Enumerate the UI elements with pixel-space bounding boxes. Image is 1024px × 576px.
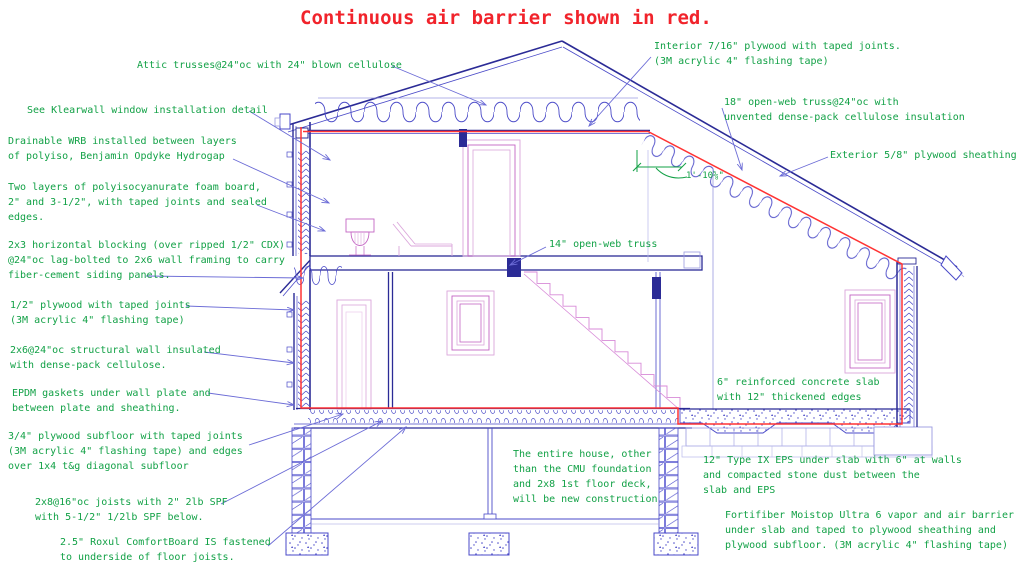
toilet	[345, 218, 375, 256]
label-wrb: Drainable WRB installed between layers o…	[8, 136, 237, 162]
label-interior-plywood: Interior 7/16" plywood with taped joints…	[654, 41, 901, 67]
label-new-construction: The entire house, other than the CMU fou…	[513, 449, 658, 505]
label-2x6-wall: 2x6@24"oc structural wall insulated with…	[10, 345, 221, 371]
slab	[679, 408, 911, 434]
dimension-group	[632, 150, 688, 179]
air-barrier-line	[300, 127, 903, 425]
roof-right	[561, 40, 965, 281]
label-polyiso: Two layers of polyisocyanurate foam boar…	[8, 182, 267, 223]
label-epdm: EPDM gaskets under wall plate and betwee…	[12, 388, 211, 414]
footings	[285, 532, 699, 556]
basement-floor	[311, 428, 659, 525]
first-floor-partitions	[387, 272, 661, 409]
right-wall	[896, 257, 918, 427]
label-moistop: Fortifiber Moistop Ultra 6 vapor and air…	[725, 510, 1014, 551]
first-floor-window	[446, 290, 495, 356]
first-floor-door	[336, 299, 372, 410]
attic-insulation	[302, 97, 650, 134]
leader-lines	[145, 56, 829, 547]
left-wall	[286, 122, 311, 256]
floor-assembly	[294, 407, 692, 429]
roof-insulation	[637, 128, 910, 288]
first-floor-left-wall	[286, 270, 311, 410]
label-blocking: 2x3 horizontal blocking (over ripped 1/2…	[8, 240, 285, 281]
label-attic-trusses: Attic trusses@24"oc with 24" blown cellu…	[137, 60, 402, 71]
page-title: Continuous air barrier shown in red.	[300, 7, 712, 29]
stairwell-wall	[647, 150, 714, 410]
label-eps: 12" Type IX EPS under slab with 6" at wa…	[703, 455, 962, 496]
label-joists: 2x8@16"oc joists with 2" 2lb SPF with 5-…	[35, 497, 228, 523]
wing-window	[844, 289, 896, 374]
label-exterior-plywood: Exterior 5/8" plywood sheathing	[830, 150, 1017, 161]
label-roxul: 2.5" Roxul ComfortBoard IS fastened to u…	[60, 537, 271, 563]
label-18-truss: 18" open-web truss@24"oc with unvented d…	[724, 97, 965, 123]
label-concrete-slab: 6" reinforced concrete slab with 12" thi…	[717, 377, 880, 403]
second-floor-deck	[294, 255, 703, 289]
label-subfloor: 3/4" plywood subfloor with taped joints …	[8, 431, 243, 472]
foundation-right	[658, 427, 679, 534]
stairs	[523, 271, 681, 411]
second-floor-door	[459, 129, 521, 257]
label-half-plywood: 1/2" plywood with taped joints (3M acryl…	[10, 300, 191, 326]
eps-foam	[681, 426, 933, 458]
label-14-truss: 14" open-web truss	[549, 239, 658, 250]
chaise	[392, 221, 453, 256]
label-klearwall: See Klearwall window installation detail	[27, 105, 268, 116]
label-dimension: 1'-10⅝"	[686, 171, 724, 181]
